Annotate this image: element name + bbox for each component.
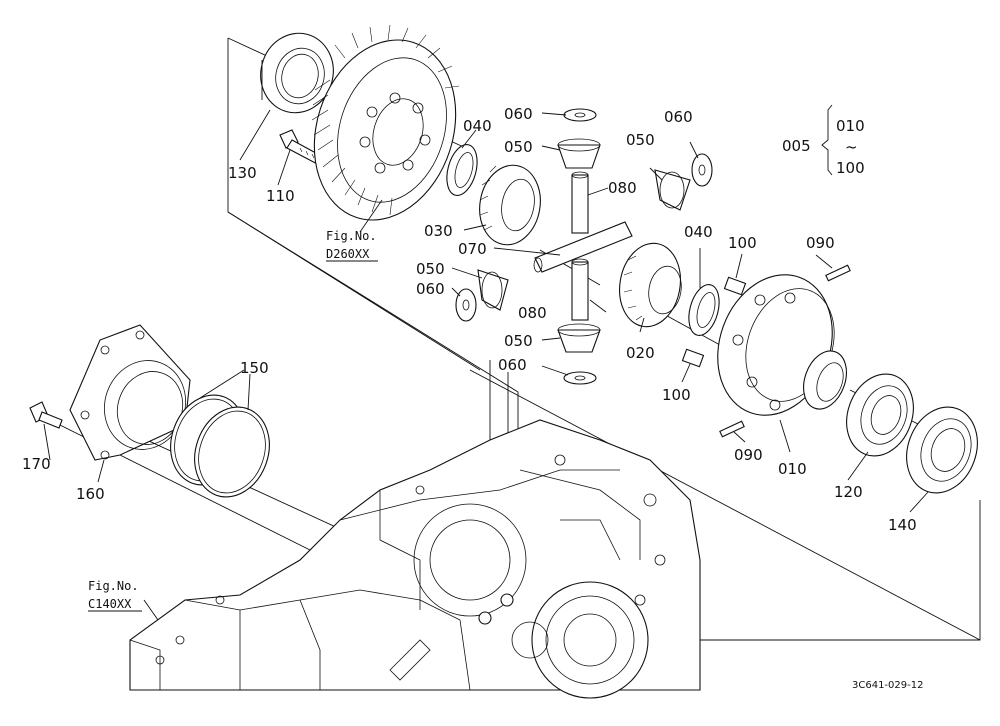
label-130: 130 bbox=[228, 164, 257, 182]
label-110: 110 bbox=[266, 187, 295, 205]
assembly-bracket-005 bbox=[821, 104, 833, 176]
label-080-upper: 080 bbox=[608, 179, 637, 197]
figure-ref-c140: Fig.No. C140XX bbox=[88, 579, 142, 612]
drawing-code: 3C641-029-12 bbox=[852, 680, 923, 691]
label-010: 010 bbox=[778, 460, 807, 478]
label-100-lower: 100 bbox=[662, 386, 691, 404]
label-050-upper-right: 050 bbox=[626, 131, 655, 149]
label-050-left: 050 bbox=[416, 260, 445, 278]
label-060-left: 060 bbox=[416, 280, 445, 298]
bearing-120 bbox=[846, 373, 914, 457]
label-100-assy: 100 bbox=[836, 159, 865, 177]
differential-case-010 bbox=[717, 274, 847, 416]
label-090-lower: 090 bbox=[734, 446, 763, 464]
washer-060-right bbox=[691, 153, 713, 187]
label-140: 140 bbox=[888, 516, 917, 534]
part-labels: 005 010 ~ 100 060 050 040 050 060 080 03… bbox=[22, 105, 917, 534]
bolt-170 bbox=[29, 401, 63, 429]
label-100-upper: 100 bbox=[728, 234, 757, 252]
label-030: 030 bbox=[424, 222, 453, 240]
figure-ref-c140-line1: Fig.No. bbox=[88, 579, 139, 593]
spring-pin-090-upper bbox=[825, 264, 851, 282]
label-005: 005 bbox=[782, 137, 811, 155]
washer-060-bottom bbox=[563, 371, 597, 385]
pin-100-upper bbox=[723, 276, 747, 296]
label-040-left: 040 bbox=[463, 117, 492, 135]
pin-100-lower bbox=[681, 348, 705, 368]
label-090-upper: 090 bbox=[806, 234, 835, 252]
pinion-shaft-080-upper bbox=[571, 171, 589, 234]
transmission-case bbox=[129, 419, 701, 699]
label-120: 120 bbox=[834, 483, 863, 501]
washer-060-top bbox=[563, 108, 597, 122]
pinion-shaft-070 bbox=[533, 221, 633, 273]
label-060-right: 060 bbox=[664, 108, 693, 126]
side-gear-030 bbox=[479, 164, 541, 246]
figure-ref-d260-line1: Fig.No. bbox=[326, 229, 377, 243]
label-050-top: 050 bbox=[504, 138, 533, 156]
pinion-shaft-080-lower bbox=[571, 258, 589, 321]
bearing-holder-160 bbox=[69, 324, 191, 461]
pinion-gear-050-upper-right bbox=[654, 169, 691, 211]
label-170: 170 bbox=[22, 455, 51, 473]
label-080-lower: 080 bbox=[518, 304, 547, 322]
label-leaders bbox=[43, 109, 929, 621]
bearing-140 bbox=[906, 406, 978, 494]
pinion-gear-050-bottom bbox=[557, 323, 601, 353]
label-160: 160 bbox=[76, 485, 105, 503]
o-ring-150 bbox=[170, 394, 270, 498]
pinion-gear-050-left bbox=[477, 269, 509, 311]
spring-pin-090-lower bbox=[719, 420, 745, 438]
label-050-bottom: 050 bbox=[504, 332, 533, 350]
side-gear-020 bbox=[619, 242, 682, 328]
thrust-washer-040-left bbox=[446, 144, 478, 196]
thrust-washer-040-right bbox=[688, 284, 720, 336]
label-020: 020 bbox=[626, 344, 655, 362]
pinion-gear-050-top bbox=[557, 138, 601, 169]
bearing-130 bbox=[260, 32, 334, 114]
washer-060-left bbox=[455, 288, 477, 322]
label-040-right: 040 bbox=[684, 223, 713, 241]
label-070: 070 bbox=[458, 240, 487, 258]
figure-ref-d260: Fig.No. D260XX bbox=[326, 229, 378, 262]
label-010-assy: 010 bbox=[836, 117, 865, 135]
bevel-ring-gear bbox=[311, 24, 460, 221]
label-060-bottom: 060 bbox=[498, 356, 527, 374]
label-060-top: 060 bbox=[504, 105, 533, 123]
figure-ref-d260-line2: D260XX bbox=[326, 247, 370, 261]
label-tilde: ~ bbox=[845, 138, 858, 156]
figure-ref-c140-line2: C140XX bbox=[88, 597, 132, 611]
label-150: 150 bbox=[240, 359, 269, 377]
